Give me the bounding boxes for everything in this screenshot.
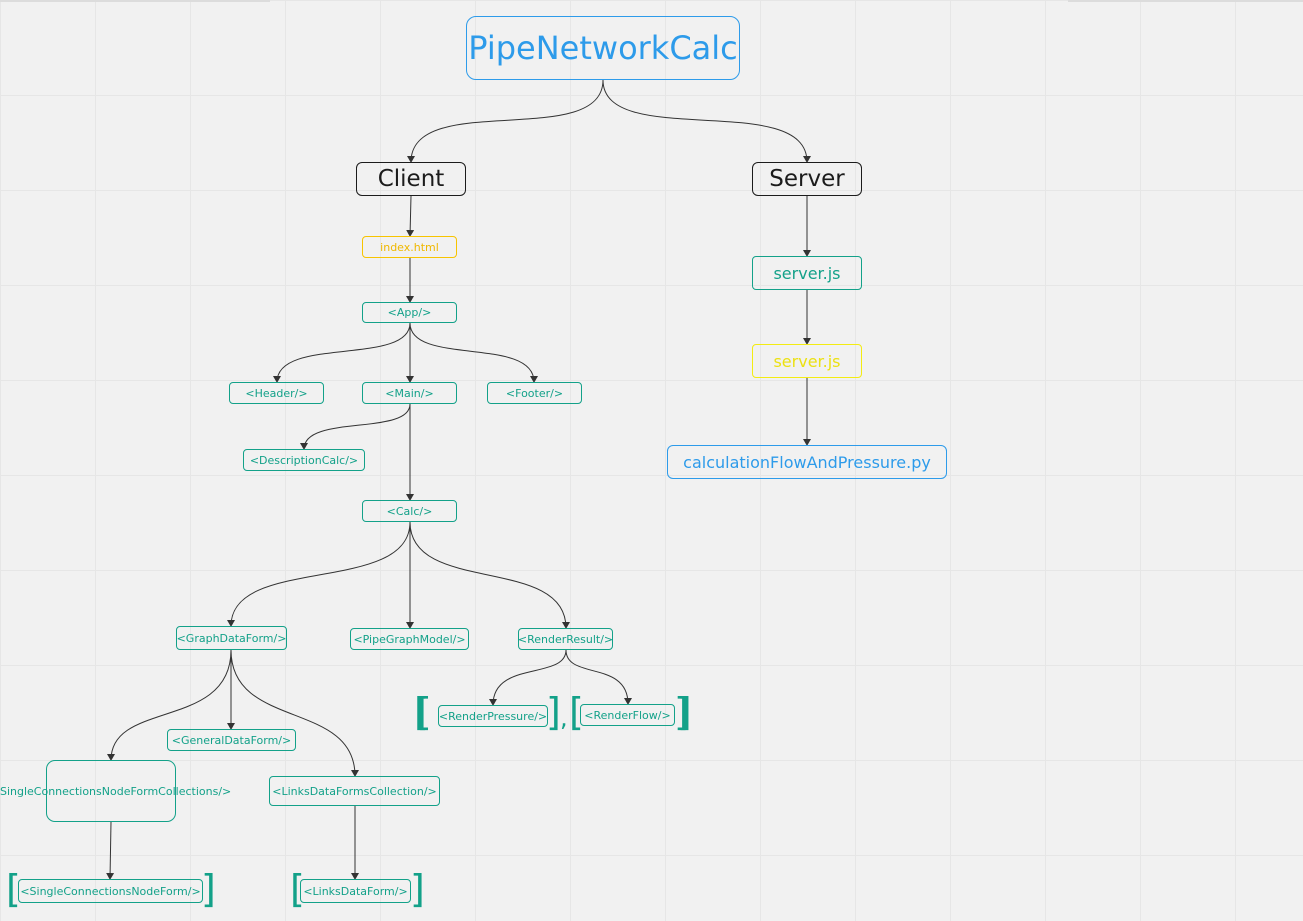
node-single-connections-node-form[interactable]: <SingleConnectionsNodeForm/> — [18, 879, 203, 903]
node-calc[interactable]: <Calc/> — [362, 500, 457, 522]
node-app[interactable]: <App/> — [362, 302, 457, 323]
node-header[interactable]: <Header/> — [229, 382, 324, 404]
array-bracket-outer-open: [[ — [414, 690, 431, 734]
edge-app-header — [273, 322, 411, 383]
edge-root-server — [602, 79, 811, 163]
node-links-data-forms-collection[interactable]: <LinksDataFormsCollection/> — [269, 776, 440, 806]
edge-client-index — [406, 195, 415, 237]
array-bracket-single-open: [ — [6, 867, 21, 911]
node-render-result[interactable]: <RenderResult/> — [518, 628, 613, 650]
group-node-server[interactable]: Server — [752, 162, 862, 196]
panel-shadow-right — [1068, 0, 1303, 2]
node-single-connections-node-form-collections[interactable]: <SingleConnectionsNodeFormCollections/> — [0, 760, 231, 822]
node-render-pressure[interactable]: <RenderPressure/> — [438, 705, 548, 727]
node-render-flow[interactable]: <RenderFlow/> — [580, 704, 675, 726]
edge-root-client — [407, 79, 604, 163]
edge-renderresult-flow — [565, 649, 632, 705]
edge-graph-single — [107, 649, 232, 761]
node-calculation-flow-and-pressure[interactable]: calculationFlowAndPressure.py — [667, 445, 947, 479]
edge-calc-renderresult — [409, 521, 570, 629]
root-node-pipenetworkcalc[interactable]: PipeNetworkCalc — [466, 16, 740, 80]
node-server-js-2[interactable]: server.js — [752, 344, 862, 378]
node-links-data-form[interactable]: <LinksDataForm/> — [300, 879, 411, 903]
array-bracket-links-close: ] — [410, 867, 425, 911]
node-general-data-form[interactable]: <GeneralDataForm/> — [167, 729, 296, 751]
node-description-calc[interactable]: <DescriptionCalc/> — [243, 449, 365, 471]
node-footer[interactable]: <Footer/> — [487, 382, 582, 404]
edge-main-description — [300, 403, 411, 450]
node-graph-data-form[interactable]: <GraphDataForm/> — [176, 626, 287, 650]
array-comma: , — [560, 704, 568, 732]
array-bracket-outer-close: ]] — [674, 690, 691, 734]
array-bracket-single-close: ] — [201, 867, 216, 911]
edge-renderresult-pressure — [489, 649, 567, 706]
node-server-js[interactable]: server.js — [752, 256, 862, 290]
group-node-client[interactable]: Client — [356, 162, 466, 196]
edge-app-footer — [409, 322, 538, 383]
node-index-html[interactable]: index.html — [362, 236, 457, 258]
edge-graph-links — [230, 649, 359, 777]
array-bracket-pressure-close: ] — [546, 690, 561, 734]
edge-calc-graphdataform — [227, 521, 411, 627]
edge-single-nodeform — [106, 821, 115, 880]
node-main[interactable]: <Main/> — [362, 382, 457, 404]
node-pipe-graph-model[interactable]: <PipeGraphModel/> — [350, 628, 469, 650]
panel-shadow-left — [0, 0, 270, 2]
